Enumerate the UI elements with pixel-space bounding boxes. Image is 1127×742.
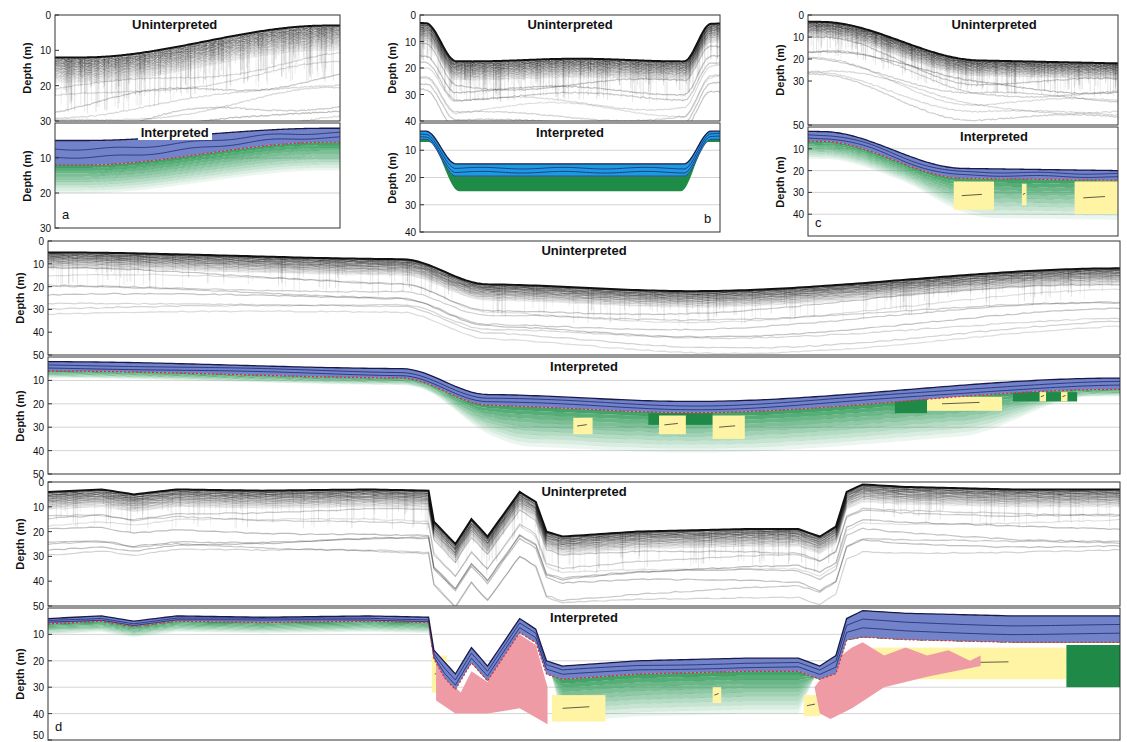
shallow-reflector (420, 41, 720, 80)
facies-block (1040, 392, 1046, 401)
internal-reflector (942, 402, 980, 403)
shallow-reflector (420, 37, 720, 76)
shallow-reflector (420, 34, 720, 73)
unit-reflector (420, 136, 720, 173)
profile-panel (420, 123, 720, 232)
red-dashed-boundary (55, 142, 340, 165)
shallow-reflector (48, 266, 1120, 305)
noise-streak (827, 23, 828, 54)
shallow-reflector (48, 261, 1120, 300)
shallow-reflector (420, 36, 720, 75)
shallow-reflector (420, 27, 720, 66)
noise-streak (678, 292, 679, 326)
panel-ground (55, 15, 340, 121)
shallow-reflector (808, 34, 1118, 76)
deep-reflector (55, 115, 340, 121)
profile-panel (808, 15, 1118, 125)
shallow-reflector (420, 31, 720, 70)
facies-block (1061, 392, 1067, 401)
shallow-reflector (55, 49, 340, 82)
noise-streak (995, 62, 996, 94)
noise-streak (139, 55, 140, 107)
noise-streak (136, 55, 137, 105)
internal-reflector (577, 425, 587, 426)
panel-ground (55, 123, 340, 228)
shallow-reflector (420, 35, 720, 74)
internal-reflector (719, 426, 735, 427)
noise-streak (325, 27, 326, 72)
grid-line (48, 450, 1120, 451)
facies-block (659, 416, 686, 435)
facies-block (573, 418, 592, 434)
shallow-reflector (420, 35, 720, 74)
panel-ground (808, 127, 1118, 236)
panel-ground (808, 15, 1118, 125)
panel-border (808, 127, 1118, 236)
profile-panel (808, 127, 1118, 236)
panel-border (55, 15, 340, 121)
panel-border (55, 123, 340, 228)
shallow-reflector (55, 50, 340, 82)
green-fade-unit (55, 167, 340, 193)
panel-ground (48, 357, 1120, 474)
panel-border (420, 15, 720, 121)
internal-reflector (1041, 395, 1044, 396)
deep-reflector (48, 311, 1120, 354)
shallow-reflector (420, 30, 720, 69)
profile-panel (48, 357, 1120, 474)
internal-reflector (664, 423, 677, 424)
shallow-reflector (420, 33, 720, 72)
grid-line (420, 204, 720, 205)
shallow-reflector (48, 267, 1120, 306)
profile-panel (48, 241, 1120, 355)
internal-reflector (1023, 193, 1025, 194)
red-dashed-boundary (808, 141, 1118, 180)
panel-border (48, 241, 1120, 355)
noise-streak (67, 59, 68, 110)
profile-panel (48, 482, 1120, 606)
deep-reflector (55, 111, 340, 121)
facies-block (1022, 184, 1027, 206)
panel-ground (48, 241, 1120, 355)
facies-block (927, 397, 1002, 411)
shallow-reflector (55, 42, 340, 74)
panel-ground (420, 123, 720, 232)
deep-reflector (48, 520, 1120, 589)
deep-reflector (48, 549, 1120, 606)
facies-block (713, 416, 745, 439)
panel-border (808, 15, 1118, 125)
shallow-reflector (808, 36, 1118, 78)
facies-block (1075, 182, 1118, 215)
shallow-reflector (420, 34, 720, 73)
shallow-reflector (808, 37, 1118, 79)
grid-line (420, 150, 720, 151)
internal-reflector (1062, 395, 1065, 396)
shallow-reflector (420, 32, 720, 71)
red-dashed-boundary (48, 371, 1120, 413)
noise-streak (170, 50, 171, 101)
noise-streak (986, 490, 987, 526)
green-fade-unit (808, 155, 1118, 216)
facies-block (1013, 392, 1077, 401)
internal-reflector (962, 194, 982, 195)
profile-panel (420, 15, 720, 121)
shallow-reflector (420, 38, 720, 77)
shallow-reflector (420, 29, 720, 68)
unit-boundary (420, 139, 720, 176)
internal-reflector (1083, 197, 1105, 198)
profile-panel (55, 123, 340, 228)
facies-block (954, 182, 994, 210)
panel-border (420, 123, 720, 232)
noise-streak (235, 492, 236, 528)
panel-ground (420, 15, 720, 121)
shallow-reflector (55, 46, 340, 78)
profile-panel (55, 15, 340, 121)
shallow-reflector (55, 48, 340, 80)
panel-ground (48, 482, 1120, 606)
green-fade-unit (808, 157, 1118, 220)
panel-border (48, 357, 1120, 474)
